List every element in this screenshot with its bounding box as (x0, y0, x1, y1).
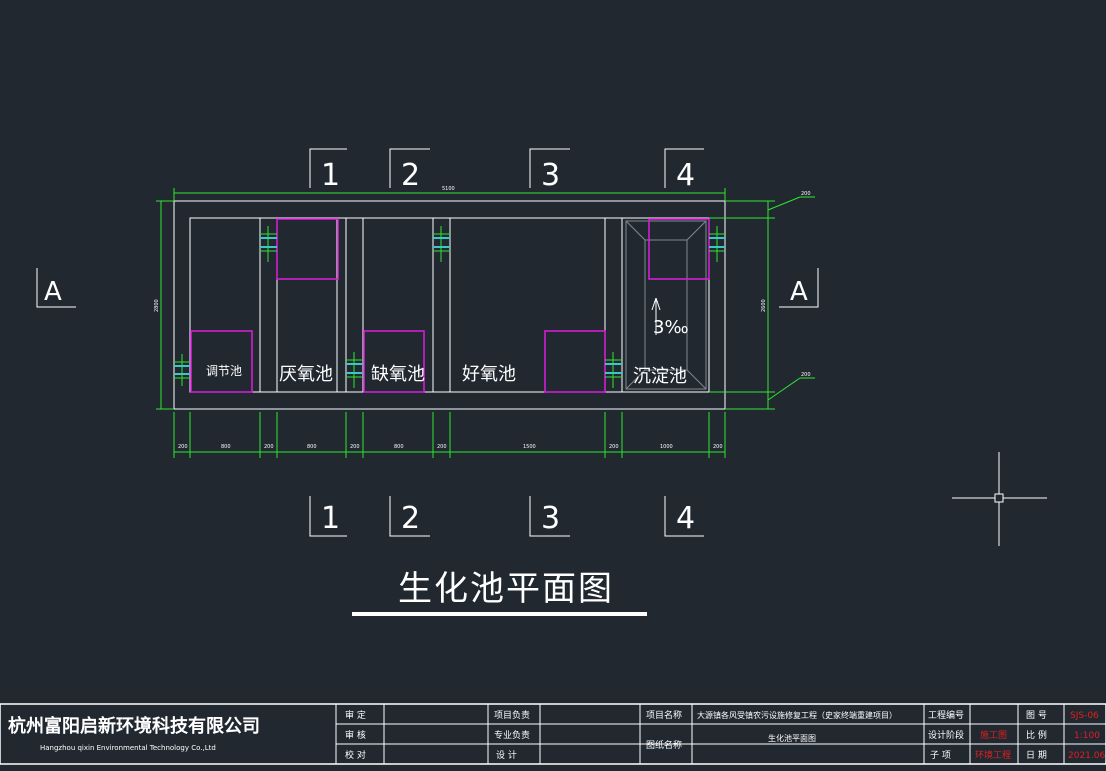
label-project-lead: 项目负责 (494, 709, 530, 721)
sub-item: 环境工程 (975, 749, 1011, 761)
section-marks-top: 1 2 3 4 (309, 148, 704, 193)
dim-total-width: 5100 (442, 186, 455, 192)
equipment-box-sedimentation (648, 218, 710, 280)
equipment-boxes (190, 218, 710, 393)
pipe-wall-3 (433, 226, 450, 262)
dimension-lines: 5100 2800 2600 200 200 (154, 186, 815, 458)
label-check: 校 对 (345, 749, 366, 761)
section-marks-side: A A (36, 268, 819, 308)
title-block: 杭州富阳启新环境科技有限公司 Hangzhou qixin Environmen… (0, 703, 1106, 765)
tank-plan (173, 200, 726, 410)
label-scale: 比 例 (1026, 729, 1047, 741)
pipe-wall-2 (346, 352, 363, 388)
drawing-no: SJS-06 (1070, 711, 1099, 721)
section-marks-bottom: 1 2 3 4 (309, 496, 704, 537)
dim-chain-5: 800 (394, 444, 404, 450)
equipment-box-anoxic (363, 330, 425, 393)
drawing-title: 生化池平面图 (398, 569, 614, 609)
dim-chain-3: 800 (307, 444, 317, 450)
section-mark-top-2: 2 (401, 158, 420, 193)
label-anoxic-tank: 缺氧池 (371, 364, 425, 385)
label-project-no: 工程编号 (928, 709, 964, 721)
label-drawing-name: 图纸名称 (646, 739, 682, 751)
label-aerobic-tank: 好氧池 (462, 364, 516, 385)
section-mark-top-4: 4 (676, 158, 695, 193)
dim-wall-bottom: 200 (801, 372, 811, 378)
label-project-name: 项目名称 (646, 709, 682, 721)
label-date: 日 期 (1026, 750, 1047, 761)
dim-chain-ticks (173, 412, 726, 458)
label-anaerobic-tank: 厌氧池 (279, 364, 333, 385)
section-mark-left-a: A (44, 277, 62, 307)
scale: 1:100 (1074, 731, 1100, 741)
sedimentation-hopper (625, 220, 707, 390)
slope-value: 3‰ (653, 317, 689, 338)
equipment-box-anaerobic (276, 218, 339, 280)
equipment-box-aerobic (544, 330, 606, 393)
dim-chain-8: 200 (609, 444, 619, 450)
drawing-name: 生化池平面图 (768, 733, 816, 743)
section-mark-bottom-3: 3 (541, 501, 560, 536)
section-mark-bottom-1: 1 (321, 501, 340, 536)
label-review: 审 核 (345, 729, 366, 741)
pipe-wall-1 (260, 226, 277, 262)
date: 2021.06 (1068, 751, 1105, 761)
dim-chain-10: 200 (713, 444, 723, 450)
dim-wall-top: 200 (801, 191, 811, 197)
slope-indicator: 3‰ (651, 297, 689, 338)
company-name-cn: 杭州富阳启新环境科技有限公司 (8, 715, 260, 737)
label-approve: 审 定 (345, 709, 366, 721)
dim-chain-1: 800 (221, 444, 231, 450)
pipe-wall-4 (605, 352, 622, 388)
section-mark-top-3: 3 (541, 158, 560, 193)
company-name-en: Hangzhou qixin Environmental Technology … (40, 744, 216, 752)
label-design: 设 计 (496, 749, 517, 761)
label-sedimentation-tank: 沉淀池 (633, 366, 687, 387)
label-drawing-no: 图 号 (1026, 710, 1047, 721)
dim-chain-9: 1000 (660, 444, 673, 450)
tank-outer-wall (173, 200, 726, 410)
label-design-stage: 设计阶段 (928, 729, 964, 741)
pipe-right-wall (709, 226, 725, 262)
label-discipline-lead: 专业负责 (494, 729, 530, 741)
section-mark-bottom-4: 4 (676, 501, 695, 536)
dim-chain-0: 200 (178, 444, 188, 450)
dim-chain-4: 200 (350, 444, 360, 450)
design-stage: 施工图 (980, 729, 1007, 741)
crosshair-cursor-icon (952, 452, 1047, 546)
drawing-title-underline (352, 612, 647, 616)
pipe-left-wall (174, 354, 190, 386)
label-regulating-tank: 调节池 (206, 364, 242, 378)
project-name: 大源镇各风受镇农污设施修复工程（史家终端重建项目） (697, 710, 897, 720)
dim-chain-6: 200 (437, 444, 447, 450)
dim-total-height: 2800 (154, 299, 160, 312)
tank-labels: 调节池 厌氧池 缺氧池 好氧池 沉淀池 (206, 364, 687, 387)
dim-chain-2: 200 (264, 444, 274, 450)
label-sub-item: 子 项 (930, 750, 951, 761)
section-mark-top-1: 1 (321, 158, 340, 193)
dim-chain-7: 1500 (523, 444, 536, 450)
equipment-box-regulating (190, 330, 253, 393)
pipe-penetrations (174, 226, 725, 388)
section-mark-right-a: A (790, 277, 808, 307)
section-mark-bottom-2: 2 (401, 501, 420, 536)
dim-inner-height: 2600 (761, 299, 767, 312)
